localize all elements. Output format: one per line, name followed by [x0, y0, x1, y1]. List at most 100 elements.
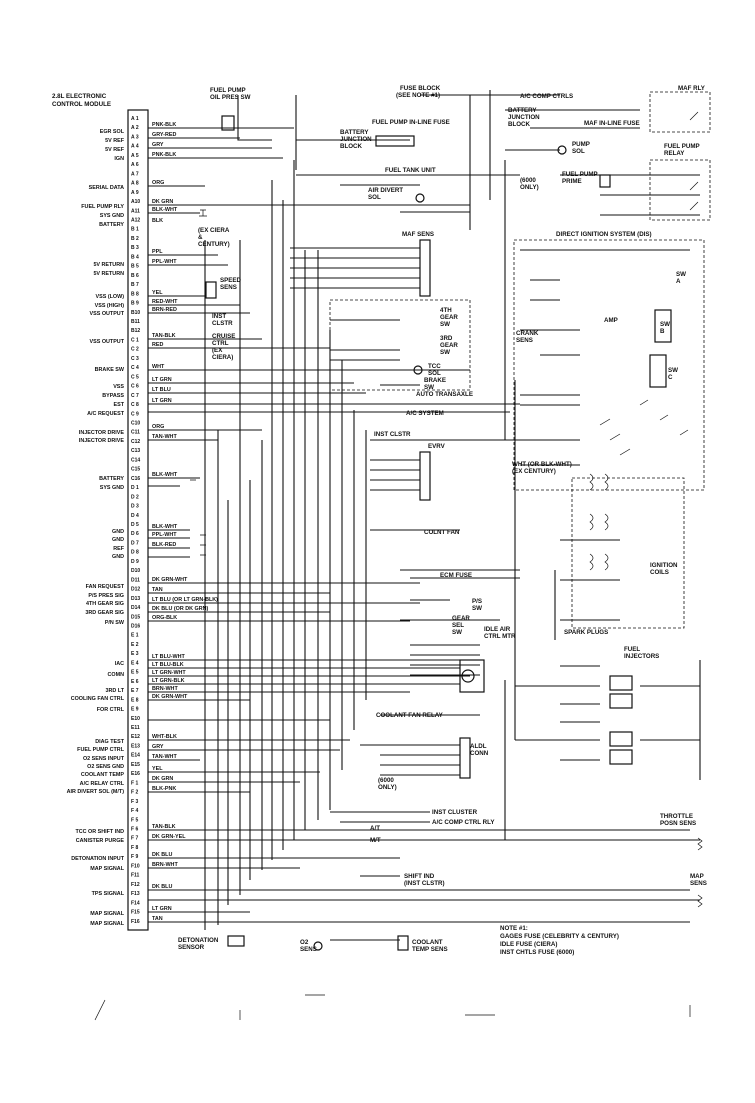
maf-sens-connector	[419, 239, 431, 297]
ecm-function-label: AIR DIVERT SOL (M/T)	[67, 789, 125, 795]
ecm-function-label: VSS (HIGH)	[95, 303, 125, 309]
coolant-temp-sens-symbol	[397, 935, 409, 951]
ecm-function-label: 3RD GEAR SIG	[85, 610, 124, 616]
map-sens-label: MAP	[690, 873, 704, 880]
ecm-function-label: 5V RETURN	[93, 271, 124, 277]
cruise-ctrl-label: CRUISE	[212, 333, 235, 340]
ecm-pin: D11	[131, 577, 140, 583]
ecm-pin: A10	[131, 199, 140, 205]
aldl-conn-label: CONN	[470, 750, 489, 757]
fourth-gear-sw-label: GEAR	[440, 314, 458, 321]
ps-sw-label: P/S	[472, 598, 482, 605]
gear-sel-sw-label: SEL	[452, 622, 464, 629]
ecm-pin: B 9	[131, 301, 139, 307]
ecm-pin: F 2	[131, 790, 138, 796]
ecm-pin: B 6	[131, 273, 139, 279]
ecm-pin: E12	[131, 734, 140, 740]
ecm-pin: E14	[131, 753, 140, 759]
ecm-pin: C12	[131, 439, 140, 445]
ecm-pin: C 5	[131, 374, 139, 380]
detonation-sensor-symbol	[227, 935, 245, 947]
ecm-pin: D 9	[131, 559, 139, 565]
ecm-pin: E10	[131, 716, 140, 722]
only-6000-label: ONLY)	[520, 184, 539, 191]
wire-color-label: TAN-WHT	[152, 434, 177, 440]
ecm-pin: D 1	[131, 485, 139, 491]
injector-3	[609, 731, 633, 747]
ecm-function-label: COOLANT TEMP	[81, 772, 125, 778]
throttle-posn-sens-label: THROTTLE	[660, 813, 693, 820]
note-block: NOTE #1: GAGES FUSE (CELEBRITY & CENTURY…	[500, 925, 619, 956]
cruise-ctrl-label: (EX	[212, 347, 223, 354]
ecm-pin: D 7	[131, 540, 139, 546]
crank-sens-label: SENS	[516, 337, 533, 344]
ecm-pin: B 2	[131, 236, 139, 242]
pump-sol-label: PUMP	[572, 141, 590, 148]
ecm-pin: D 3	[131, 504, 139, 510]
ecm-function-label: TPS SIGNAL	[92, 891, 125, 897]
ecm-fuse-label: ECM FUSE	[440, 572, 472, 579]
ecm-pin: D 8	[131, 550, 139, 556]
fuel-pump-oil-pres-label: FUEL PUMP	[210, 87, 246, 94]
ecm-function-label: 5V RETURN	[93, 262, 124, 268]
ecm-function-label: SERIAL DATA	[89, 185, 124, 191]
fuel-injectors-label: INJECTORS	[624, 653, 659, 660]
ecm-function-label: TCC OR SHIFT IND	[75, 829, 124, 835]
ecm-function-label: FUEL PUMP CTRL	[77, 747, 125, 753]
ecm-pin: D 4	[131, 513, 139, 519]
maf-sens-label: MAF SENS	[402, 231, 434, 238]
ecm-function-label: IAC	[115, 661, 124, 667]
throttle-posn-sens-label: POSN SENS	[660, 820, 696, 827]
fuel-tank-unit-label: FUEL TANK UNIT	[385, 167, 436, 174]
ecm-pin: D 2	[131, 494, 139, 500]
wire-color-label: LT GRN	[152, 906, 172, 912]
ecm-pin: C 6	[131, 384, 139, 390]
ecm-pin: E 3	[131, 651, 139, 657]
wire-color-label: DK GRN-WHT	[152, 694, 188, 700]
ecm-pin: F16	[131, 919, 140, 925]
switch-c-box	[649, 354, 667, 388]
ecm-pin: B 3	[131, 245, 139, 251]
wire-color-label: PPL	[152, 249, 163, 255]
ecm-pin: B 8	[131, 291, 139, 297]
ecm-function-label: VSS	[113, 384, 124, 390]
wire-color-label: DK GRN-WHT	[152, 577, 188, 583]
tcc-sol-label: TCC	[428, 363, 441, 370]
map-inline-fuse-label: MAF IN-LINE FUSE	[584, 120, 640, 127]
ecm-function-label: BATTERY	[99, 476, 124, 482]
wire-color-label: TAN	[152, 587, 163, 593]
ground-and-switch-marks	[190, 111, 699, 556]
ecm-pin: B 1	[131, 227, 139, 233]
ecm-function-label: VSS OUTPUT	[90, 339, 125, 345]
fourth-gear-sw-label: SW	[440, 321, 450, 328]
sw-a-label: A	[676, 278, 681, 285]
ecm-pin: A 3	[131, 134, 139, 140]
ecm-pin: E 2	[131, 642, 139, 648]
ecm-function-label: INJECTOR DRIVE	[79, 430, 125, 436]
battery-junction-block-label: BLOCK	[340, 143, 363, 150]
ignition-coils-label: IGNITION	[650, 562, 678, 569]
ecm-pin: C 4	[131, 365, 139, 371]
speed-sens-symbol	[205, 281, 217, 299]
wire-color-label: BLK-WHT	[152, 524, 178, 530]
wire-color-label: YEL	[152, 766, 163, 772]
ecm-function-label: P/S PRES SIG	[88, 593, 124, 599]
ignition-coils-label: COILS	[650, 569, 669, 576]
only-6000-label: (6000	[520, 177, 536, 184]
ecm-pin: C 2	[131, 347, 139, 353]
ecm-function-label: REF	[113, 546, 124, 552]
oil-pres-switch-symbol	[221, 115, 235, 131]
ecm-function-label: GND	[112, 554, 124, 560]
wire-color-label: LT GRN-BLK	[152, 678, 185, 684]
pump-sol-symbol	[557, 145, 567, 155]
wire-color-label: YEL	[152, 290, 163, 296]
wire-color-label: LT GRN	[152, 377, 172, 383]
wire-color-label: TAN-BLK	[152, 824, 176, 830]
wire-color-label: DK GRN-YEL	[152, 834, 186, 840]
maf-relay-box	[649, 91, 711, 133]
ecm-pin: A 2	[131, 125, 139, 131]
wire-color-label: BLK-WHT	[152, 472, 178, 478]
wire-color-label: BLK-PNK	[152, 786, 176, 792]
ecm-function-label: DETONATION INPUT	[71, 856, 125, 862]
